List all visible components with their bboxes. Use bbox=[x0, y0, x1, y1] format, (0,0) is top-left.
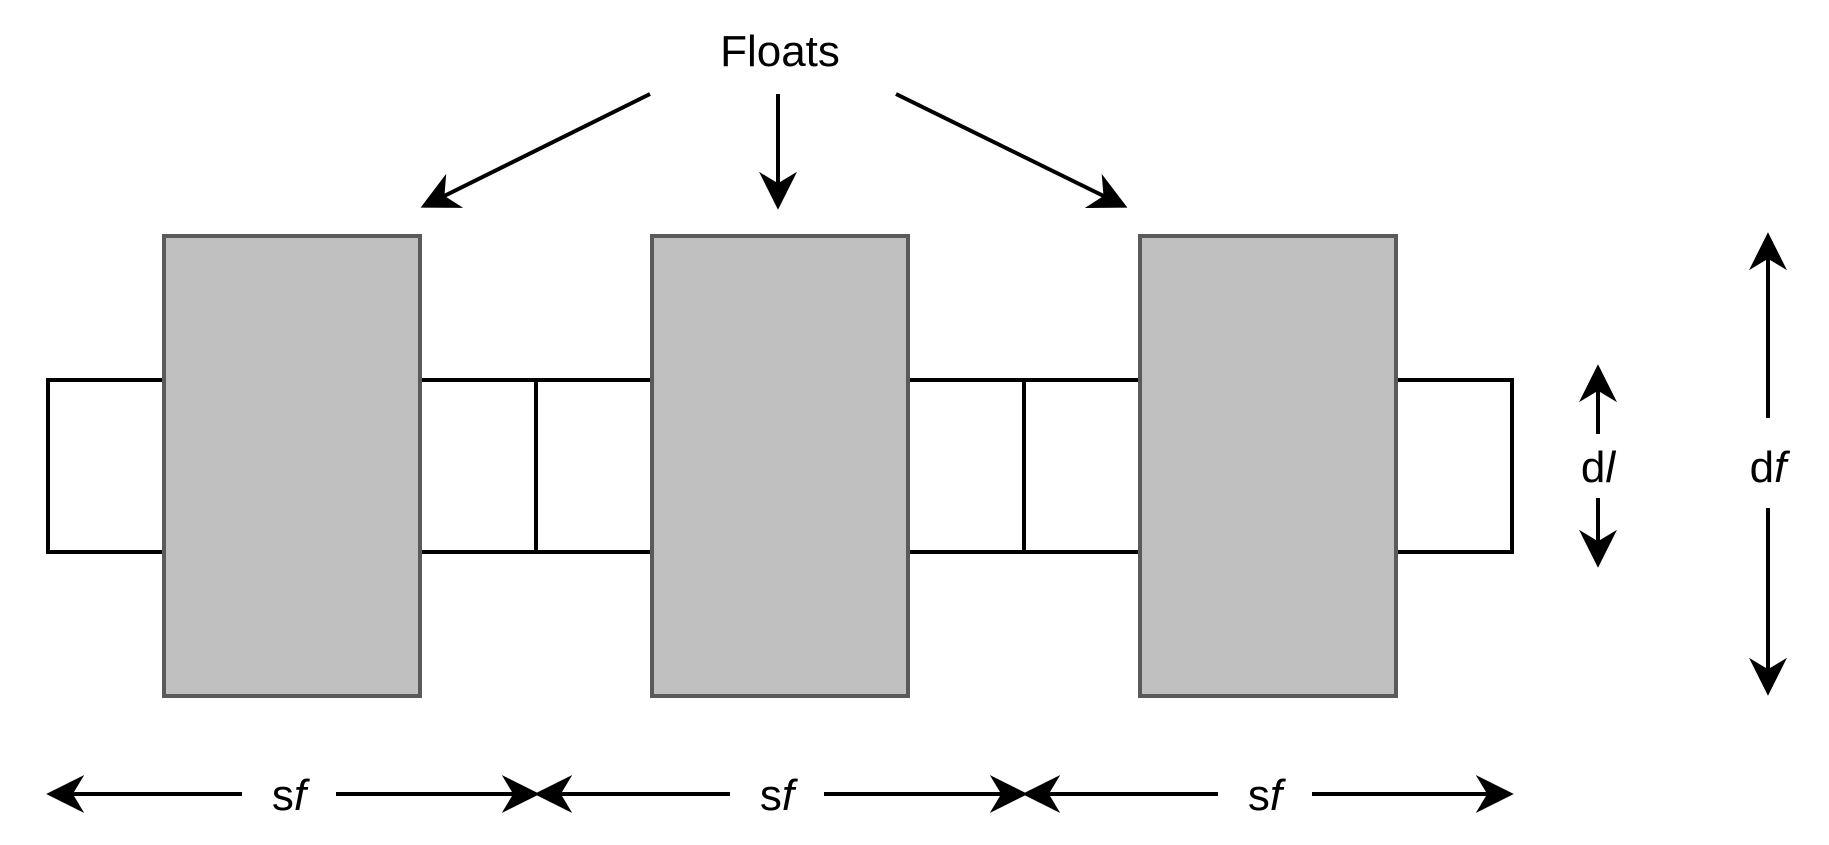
line-segment-2 bbox=[418, 378, 538, 554]
float-1 bbox=[162, 234, 422, 698]
sf-label-1-prefix: s bbox=[272, 771, 294, 820]
sf-label-1-variable: f bbox=[294, 771, 311, 820]
df-label-variable: f bbox=[1774, 443, 1791, 492]
float-pointer-arrow-left bbox=[420, 92, 651, 208]
float-2 bbox=[650, 234, 910, 698]
df-label-prefix: d bbox=[1750, 443, 1774, 492]
sf-label-2-variable: f bbox=[782, 771, 799, 820]
sf-label-3-variable: f bbox=[1270, 771, 1287, 820]
float-pointer-arrow-right bbox=[895, 92, 1128, 208]
sf-label-3-prefix: s bbox=[1248, 771, 1270, 820]
sf-label-1: sf bbox=[272, 771, 311, 820]
floats-label: Floats bbox=[720, 27, 840, 76]
dl-label: dl bbox=[1581, 443, 1616, 492]
sf-label-2: sf bbox=[760, 771, 799, 820]
dl-label-prefix: d bbox=[1581, 443, 1605, 492]
sf-label-2-prefix: s bbox=[760, 771, 782, 820]
line-segment-5 bbox=[1022, 378, 1142, 554]
float-pointer-arrows bbox=[420, 92, 1128, 210]
floats bbox=[162, 234, 1398, 698]
line-segment-3 bbox=[534, 378, 654, 554]
float-3 bbox=[1138, 234, 1398, 698]
line-segment-6 bbox=[1394, 378, 1514, 554]
line-segment-4 bbox=[906, 378, 1026, 554]
line-segments bbox=[46, 378, 1514, 554]
dl-label-variable: l bbox=[1605, 443, 1616, 492]
sf-label-3: sf bbox=[1248, 771, 1287, 820]
df-label: df bbox=[1750, 443, 1791, 492]
line-segment-1 bbox=[46, 378, 166, 554]
